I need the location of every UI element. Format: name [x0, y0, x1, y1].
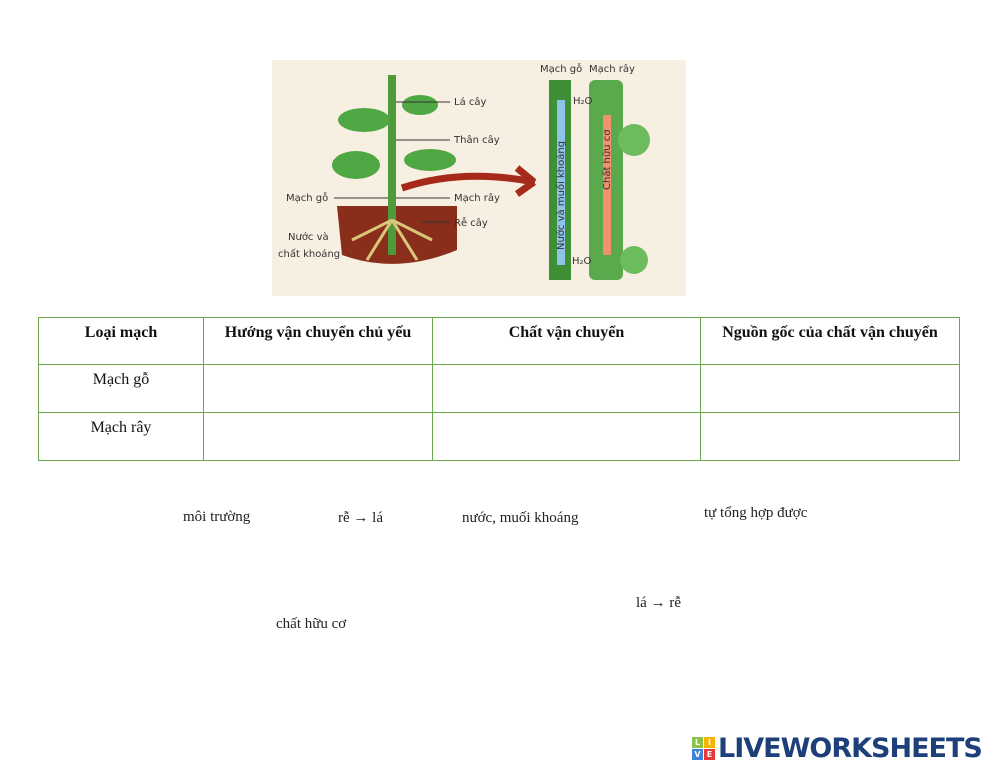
logo-tile: L: [692, 737, 703, 748]
drop-zone-phloem-origin[interactable]: [700, 412, 960, 461]
drop-zone-phloem-direction[interactable]: [203, 412, 433, 461]
svg-text:Thân cây: Thân cây: [453, 134, 500, 146]
table-row: Mạch rây: [38, 412, 960, 461]
drop-zone-xylem-direction[interactable]: [203, 364, 433, 413]
drop-zone-xylem-substance[interactable]: [432, 364, 701, 413]
draggable-word[interactable]: môi trường: [183, 509, 251, 525]
soil: [337, 206, 457, 264]
svg-text:Mạch gỗ: Mạch gỗ: [286, 191, 328, 204]
header-vessel-type: Loại mạch: [38, 317, 204, 365]
arrow-icon: [400, 165, 537, 197]
draggable-word[interactable]: rễ → lá: [338, 510, 383, 526]
svg-text:Nước và: Nước và: [288, 231, 329, 243]
svg-text:Lá cây: Lá cây: [454, 96, 487, 108]
svg-text:Mạch gỗ: Mạch gỗ: [540, 62, 582, 75]
svg-text:Rễ cây: Rễ cây: [454, 216, 488, 229]
svg-text:Mạch rây: Mạch rây: [454, 192, 500, 204]
header-origin: Nguồn gốc của chất vận chuyển: [700, 317, 960, 365]
header-substance: Chất vận chuyển: [432, 317, 701, 365]
logo-tile: I: [704, 737, 715, 748]
svg-text:Mạch rây: Mạch rây: [589, 63, 635, 75]
transport-table: Loại mạch Hướng vận chuyển chủ yếu Chất …: [38, 317, 960, 461]
table-row: Mạch gỗ: [38, 364, 960, 413]
svg-text:H₂O: H₂O: [572, 256, 592, 267]
draggable-word[interactable]: lá → rễ: [636, 595, 681, 611]
row-phloem-label: Mạch rây: [38, 412, 204, 461]
draggable-word[interactable]: tự tổng hợp được: [704, 505, 808, 521]
svg-text:Chất hữu cơ: Chất hữu cơ: [601, 129, 613, 190]
svg-text:chất khoáng: chất khoáng: [278, 248, 340, 260]
plant-transport-diagram: Lá cây Thân cây Mạch gỗ Mạch rây Rễ cây …: [272, 60, 686, 296]
header-direction: Hướng vận chuyển chủ yếu: [203, 317, 433, 365]
drop-zone-xylem-origin[interactable]: [700, 364, 960, 413]
row-xylem-label: Mạch gỗ: [38, 364, 204, 413]
draggable-word[interactable]: chất hữu cơ: [276, 616, 347, 632]
stem: [388, 75, 396, 255]
svg-text:Nước và muối khoáng: Nước và muối khoáng: [555, 141, 567, 250]
logo-text: LIVEWORKSHEETS: [718, 733, 983, 764]
logo-tile: E: [704, 749, 715, 760]
logo-tile: V: [692, 749, 703, 760]
drop-zone-phloem-substance[interactable]: [432, 412, 701, 461]
svg-text:H₂O: H₂O: [573, 96, 593, 107]
draggable-word[interactable]: nước, muối khoáng: [462, 510, 579, 526]
table-header-row: Loại mạch Hướng vận chuyển chủ yếu Chất …: [38, 317, 960, 365]
